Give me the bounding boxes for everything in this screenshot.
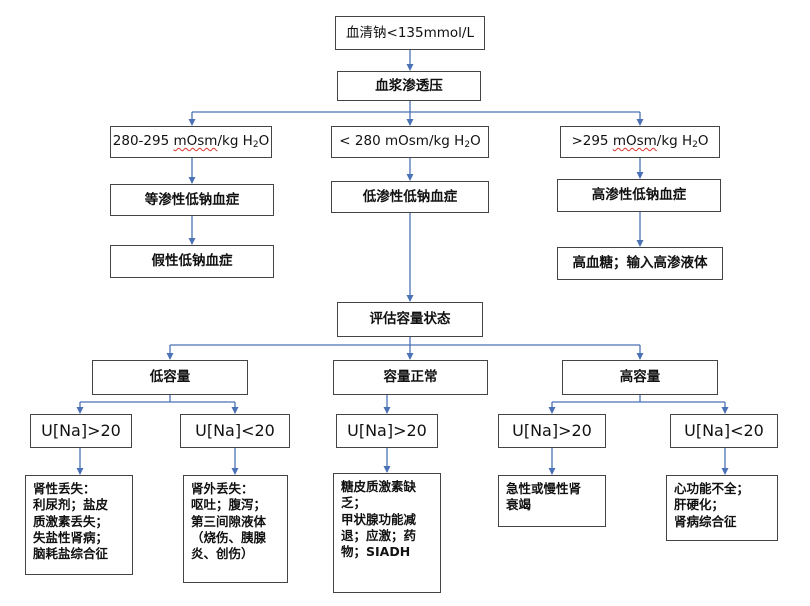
- osm-hyper-box: >295 mOsm/kg H2O: [560, 126, 720, 158]
- urine-normal-gt-label: U[Na]>20: [347, 421, 427, 441]
- type-hyper-label: 高渗性低钠血症: [591, 187, 687, 204]
- urine-high-lt-label: U[Na]<20: [684, 421, 764, 441]
- type-iso-label: 等渗性低钠血症: [144, 191, 240, 208]
- osm-iso-box: 280-295 mOsm/kg H2O: [110, 126, 272, 158]
- osm-hypo-label: < 280 mOsm/kg H2O: [339, 133, 481, 151]
- volume-normal-box: 容量正常: [333, 360, 488, 395]
- root-serum-sodium-box: 血清钠<135mmol/L: [335, 16, 485, 50]
- type-hypo-box: 低渗性低钠血症: [331, 181, 489, 213]
- urine-low-gt-box: U[Na]>20: [30, 414, 132, 448]
- leaf-renal-loss-box: 肾性丢失： 利尿剂；盐皮 质激素丢失； 失盐性肾病； 脑耗盐综合征: [25, 475, 133, 575]
- urine-high-lt-box: U[Na]<20: [670, 414, 778, 448]
- osm-hypo-unit: mOsm: [384, 133, 429, 150]
- osm-hyper-unit: mOsm: [612, 133, 657, 150]
- urine-low-lt-box: U[Na]<20: [180, 414, 290, 448]
- volume-normal-label: 容量正常: [383, 369, 438, 386]
- cause-hyper-box: 高血糖；输入高渗液体: [557, 247, 723, 280]
- type-hyper-box: 高渗性低钠血症: [557, 179, 721, 212]
- urine-normal-gt-box: U[Na]>20: [336, 414, 438, 448]
- leaf-extrarenal-loss-box: 肾外丢失： 呕吐；腹泻； 第三间隙液体 （烧伤、胰腺 炎、创伤）: [183, 475, 288, 583]
- leaf-renal-failure-box: 急性或慢性肾 衰竭: [498, 475, 606, 527]
- urine-high-gt-label: U[Na]>20: [512, 421, 592, 441]
- cause-hyper-label: 高血糖；输入高渗液体: [572, 255, 708, 272]
- osm-iso-label: 280-295 mOsm/kg H2O: [112, 133, 270, 151]
- leaf-renal-loss-text: 肾性丢失： 利尿剂；盐皮 质激素丢失； 失盐性肾病； 脑耗盐综合征: [33, 481, 109, 561]
- plasma-osmolality-label: 血浆渗透压: [375, 77, 443, 94]
- volume-low-box: 低容量: [92, 360, 248, 395]
- cause-pseudo-label: 假性低钠血症: [151, 253, 233, 270]
- urine-high-gt-box: U[Na]>20: [498, 414, 606, 448]
- osm-hyper-label: >295 mOsm/kg H2O: [571, 133, 709, 151]
- assess-volume-label: 评估容量状态: [369, 311, 451, 328]
- osm-hypo-box: < 280 mOsm/kg H2O: [331, 126, 489, 158]
- osm-iso-unit: mOsm: [173, 133, 218, 150]
- volume-high-label: 高容量: [619, 369, 661, 386]
- leaf-edema-box: 心功能不全； 肝硬化； 肾病综合征: [666, 475, 778, 541]
- volume-low-label: 低容量: [149, 369, 191, 386]
- plasma-osmolality-box: 血浆渗透压: [337, 71, 481, 101]
- type-iso-box: 等渗性低钠血症: [110, 184, 274, 216]
- urine-low-lt-label: U[Na]<20: [195, 421, 275, 441]
- leaf-euvolemic-text: 糖皮质激素缺 乏； 甲状腺功能减 退；应激；药 物；SIADH: [341, 479, 417, 559]
- leaf-renal-failure-text: 急性或慢性肾 衰竭: [506, 481, 582, 513]
- type-hypo-label: 低渗性低钠血症: [362, 188, 458, 205]
- volume-high-box: 高容量: [562, 360, 718, 395]
- urine-low-gt-label: U[Na]>20: [41, 421, 121, 441]
- assess-volume-box: 评估容量状态: [337, 302, 483, 337]
- root-serum-sodium-label: 血清钠<135mmol/L: [346, 24, 474, 41]
- leaf-extrarenal-loss-text: 肾外丢失： 呕吐；腹泻； 第三间隙液体 （烧伤、胰腺 炎、创伤）: [191, 481, 267, 561]
- cause-pseudo-box: 假性低钠血症: [110, 245, 274, 278]
- leaf-euvolemic-box: 糖皮质激素缺 乏； 甲状腺功能减 退；应激；药 物；SIADH: [333, 473, 441, 593]
- leaf-edema-text: 心功能不全； 肝硬化； 肾病综合征: [674, 481, 750, 529]
